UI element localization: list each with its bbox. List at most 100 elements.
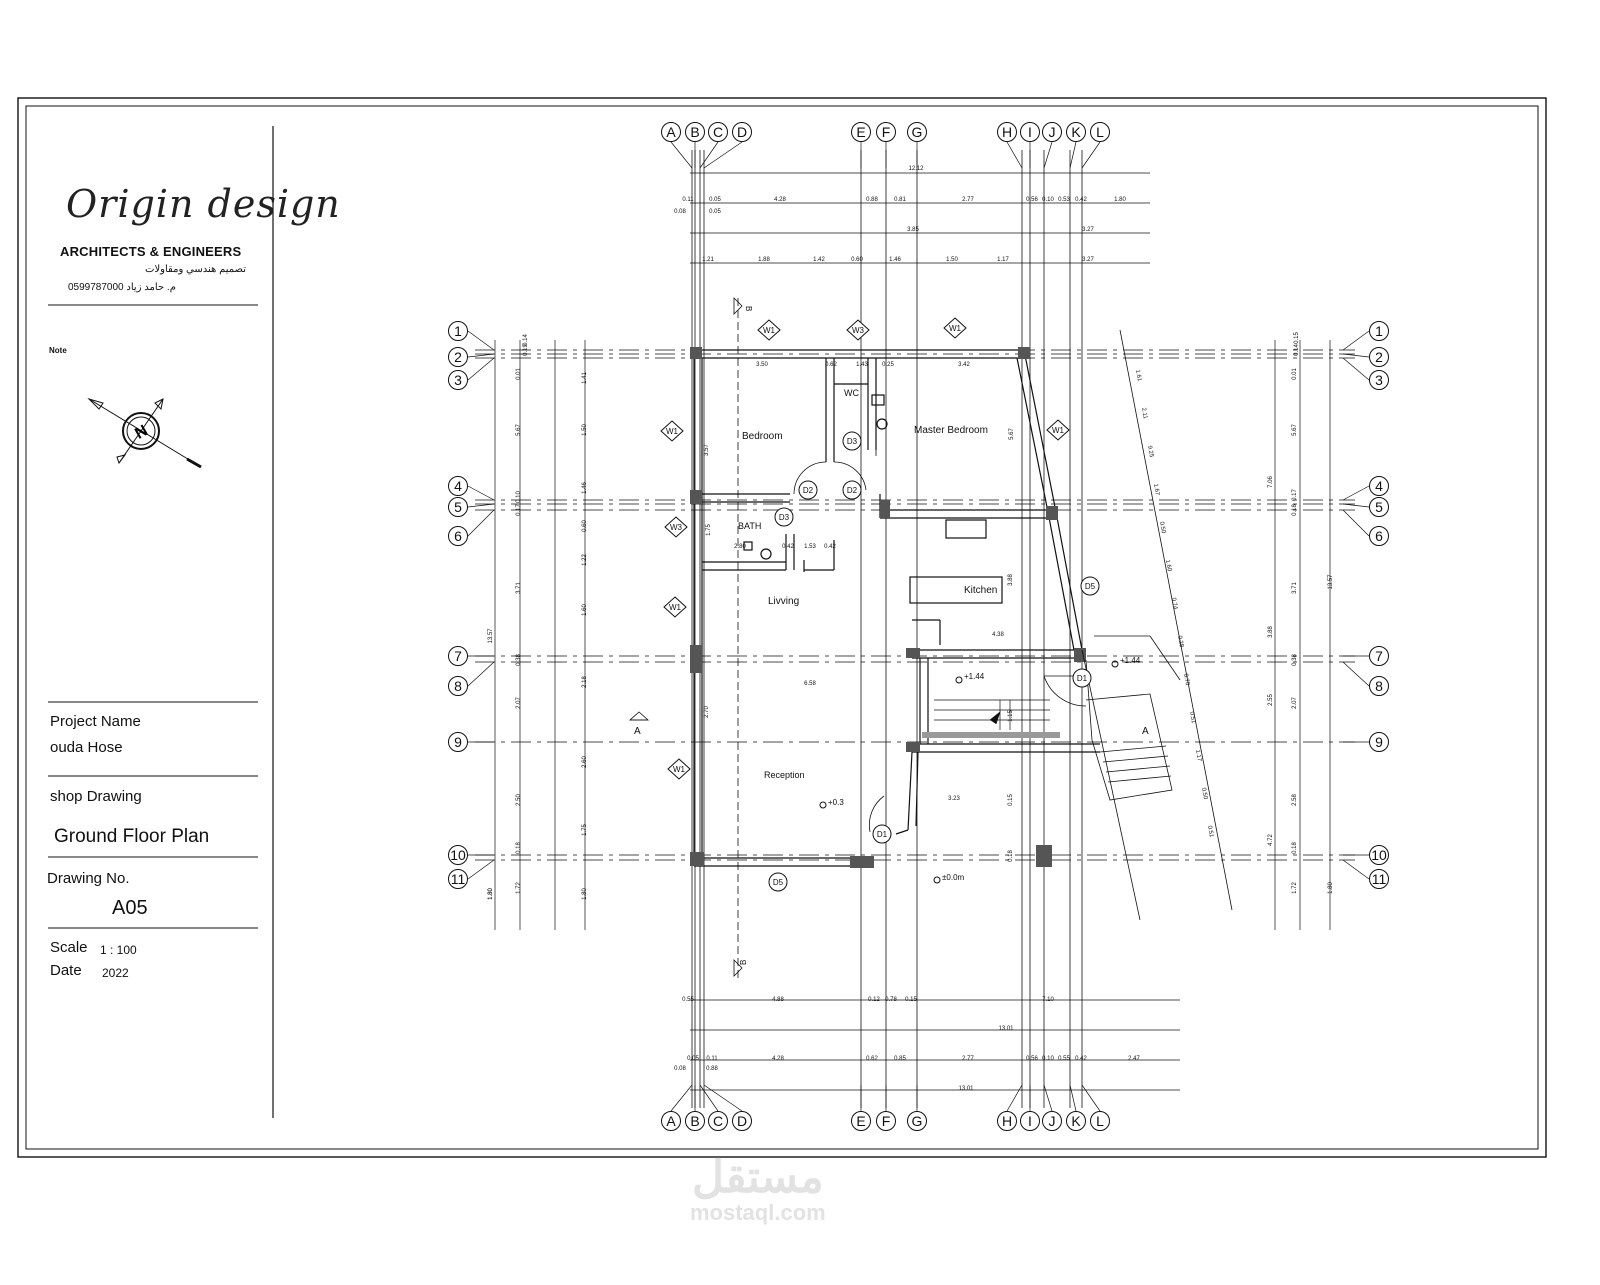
dim-bottom-row2: 0.05 <box>687 1056 699 1062</box>
firm-contact-arabic: م. حامد زياد <box>126 282 176 293</box>
dim-top-row3: 1.88 <box>758 257 770 263</box>
svg-text:J: J <box>1049 124 1056 140</box>
dim-bottom: 4.88 <box>772 997 784 1003</box>
room-kitchen: Kitchen <box>964 585 997 596</box>
grid-bubble-K: K <box>1066 122 1086 169</box>
dim-top-row3: 1.21 <box>702 257 714 263</box>
room-living: Livving <box>768 596 799 607</box>
dim-top: 0.53 <box>1058 197 1070 203</box>
dim-bottom-total2: 13.01 <box>958 1086 974 1092</box>
dim-left2: 0.01 <box>516 368 522 380</box>
svg-text:7: 7 <box>1375 648 1383 664</box>
dim-interior: 1.43 <box>856 362 868 368</box>
svg-text:W3: W3 <box>852 326 865 335</box>
dim-bottom-row2: 0.10 <box>1042 1056 1054 1062</box>
door-tag-D5: D5 <box>1080 576 1100 596</box>
svg-text:D3: D3 <box>779 513 790 522</box>
grid-bubble-B: B <box>685 122 705 168</box>
svg-text:2: 2 <box>1375 349 1383 365</box>
room-bedroom: Bedroom <box>742 431 783 442</box>
firm-logo: Origin design <box>66 182 341 226</box>
project-name: ouda Hose <box>50 739 123 756</box>
section-b-bottom: B <box>739 960 748 965</box>
svg-text:8: 8 <box>454 678 462 694</box>
dim-right2: 7.06 <box>1268 476 1274 488</box>
svg-text:10: 10 <box>450 847 466 863</box>
drawing-type: shop Drawing <box>50 788 142 805</box>
dim-interior: 0.25 <box>882 362 894 368</box>
dim-bottom-row2: 2.77 <box>962 1056 974 1062</box>
note-label: Note <box>49 346 67 355</box>
door-tag-D3: D3 <box>842 431 862 451</box>
level-markers: +1.44 +1.44 +0.3 ±0.0m <box>819 656 1141 884</box>
firm-phone: 0599787000 <box>68 282 124 293</box>
grid-bubble-7: 7 <box>1343 646 1389 666</box>
section-a-left: A <box>634 726 641 737</box>
dim-right: 0.01 <box>1292 368 1298 380</box>
grid-bubble-2: 2 <box>1342 347 1389 367</box>
dim-top-row3: 1.42 <box>813 257 825 263</box>
room-labels: Bedroom Master Bedroom WC BATH Kitchen L… <box>738 388 997 780</box>
dim-bottom-row2: 0.11 <box>706 1056 718 1062</box>
dim-top-mid: 3.85 <box>907 227 919 233</box>
dim-interior: 1.53 <box>804 544 816 550</box>
exterior-stair <box>1081 329 1233 921</box>
grid-bubble-H: H <box>997 122 1023 169</box>
grid-bubble-7: 7 <box>448 646 494 666</box>
svg-text:J: J <box>1049 1113 1056 1129</box>
dim-interior: 0.42 <box>782 544 794 550</box>
dim-right3: 13.57 <box>1328 574 1334 590</box>
grid-bubble-6: 6 <box>448 509 495 546</box>
dim-right2: 2.55 <box>1268 694 1274 706</box>
svg-text:A: A <box>666 1113 676 1129</box>
grid-bubble-F: F <box>876 122 896 168</box>
door-tag-D1: D1 <box>872 824 892 844</box>
grid-bubble-G: G <box>907 1085 927 1131</box>
dim-left2: 0.18 <box>516 842 522 854</box>
svg-text:1: 1 <box>1375 323 1383 339</box>
grid-bubble-F: F <box>876 1085 896 1131</box>
door-tag-D2: D2 <box>798 480 818 500</box>
svg-text:C: C <box>713 1113 723 1129</box>
dim-left3: 1.60 <box>582 604 588 616</box>
dim-left3: 2.18 <box>582 676 588 688</box>
svg-text:G: G <box>912 1113 923 1129</box>
room-reception: Reception <box>764 770 805 780</box>
drawing-number: A05 <box>112 897 148 919</box>
grid-bubble-3: 3 <box>1342 357 1389 390</box>
dim-right: 2.07 <box>1292 697 1298 709</box>
dim-left: 1.80 <box>488 888 494 900</box>
svg-text:W1: W1 <box>673 765 686 774</box>
grid-bubble-8: 8 <box>1342 661 1389 696</box>
grid-bubble-D: D <box>703 1084 752 1131</box>
dim-interior: 1.15 <box>1008 710 1014 722</box>
dim-interior: 3.23 <box>948 796 960 802</box>
grid-bubble-C: C <box>699 1084 728 1131</box>
dim-top: 1.80 <box>1114 197 1126 203</box>
level-3: +0.3 <box>828 798 844 807</box>
dim-left3: 1.41 <box>582 372 588 384</box>
drawing-no-label: Drawing No. <box>47 870 130 887</box>
dim-diagonal: 0.70 <box>1182 673 1190 686</box>
grid-bubble-3: 3 <box>448 357 495 390</box>
interior-stair <box>934 699 1050 730</box>
svg-text:H: H <box>1002 1113 1012 1129</box>
svg-text:D5: D5 <box>773 878 784 887</box>
grid-bubble-5: 5 <box>448 497 495 517</box>
dim-left3: 1.50 <box>582 424 588 436</box>
dim-bottom-row2: 4.28 <box>772 1056 784 1062</box>
dim-top: 0.88 <box>866 197 878 203</box>
svg-text:3: 3 <box>1375 372 1383 388</box>
svg-text:B: B <box>690 124 699 140</box>
firm-name: ARCHITECTS & ENGINEERS <box>60 244 242 259</box>
dim-left-small: 0.14 <box>523 334 529 346</box>
svg-text:4: 4 <box>1375 478 1383 494</box>
dim-interior: 3.88 <box>1008 574 1014 586</box>
window-tag-W1: W1 <box>757 319 781 341</box>
dim-interior: 4.38 <box>992 632 1004 638</box>
room-wc: WC <box>844 388 859 398</box>
dim-bottom-row2: 0.62 <box>866 1056 878 1062</box>
grid-bubble-10: 10 <box>448 845 494 865</box>
dim-left2: 0.38 <box>516 654 522 666</box>
